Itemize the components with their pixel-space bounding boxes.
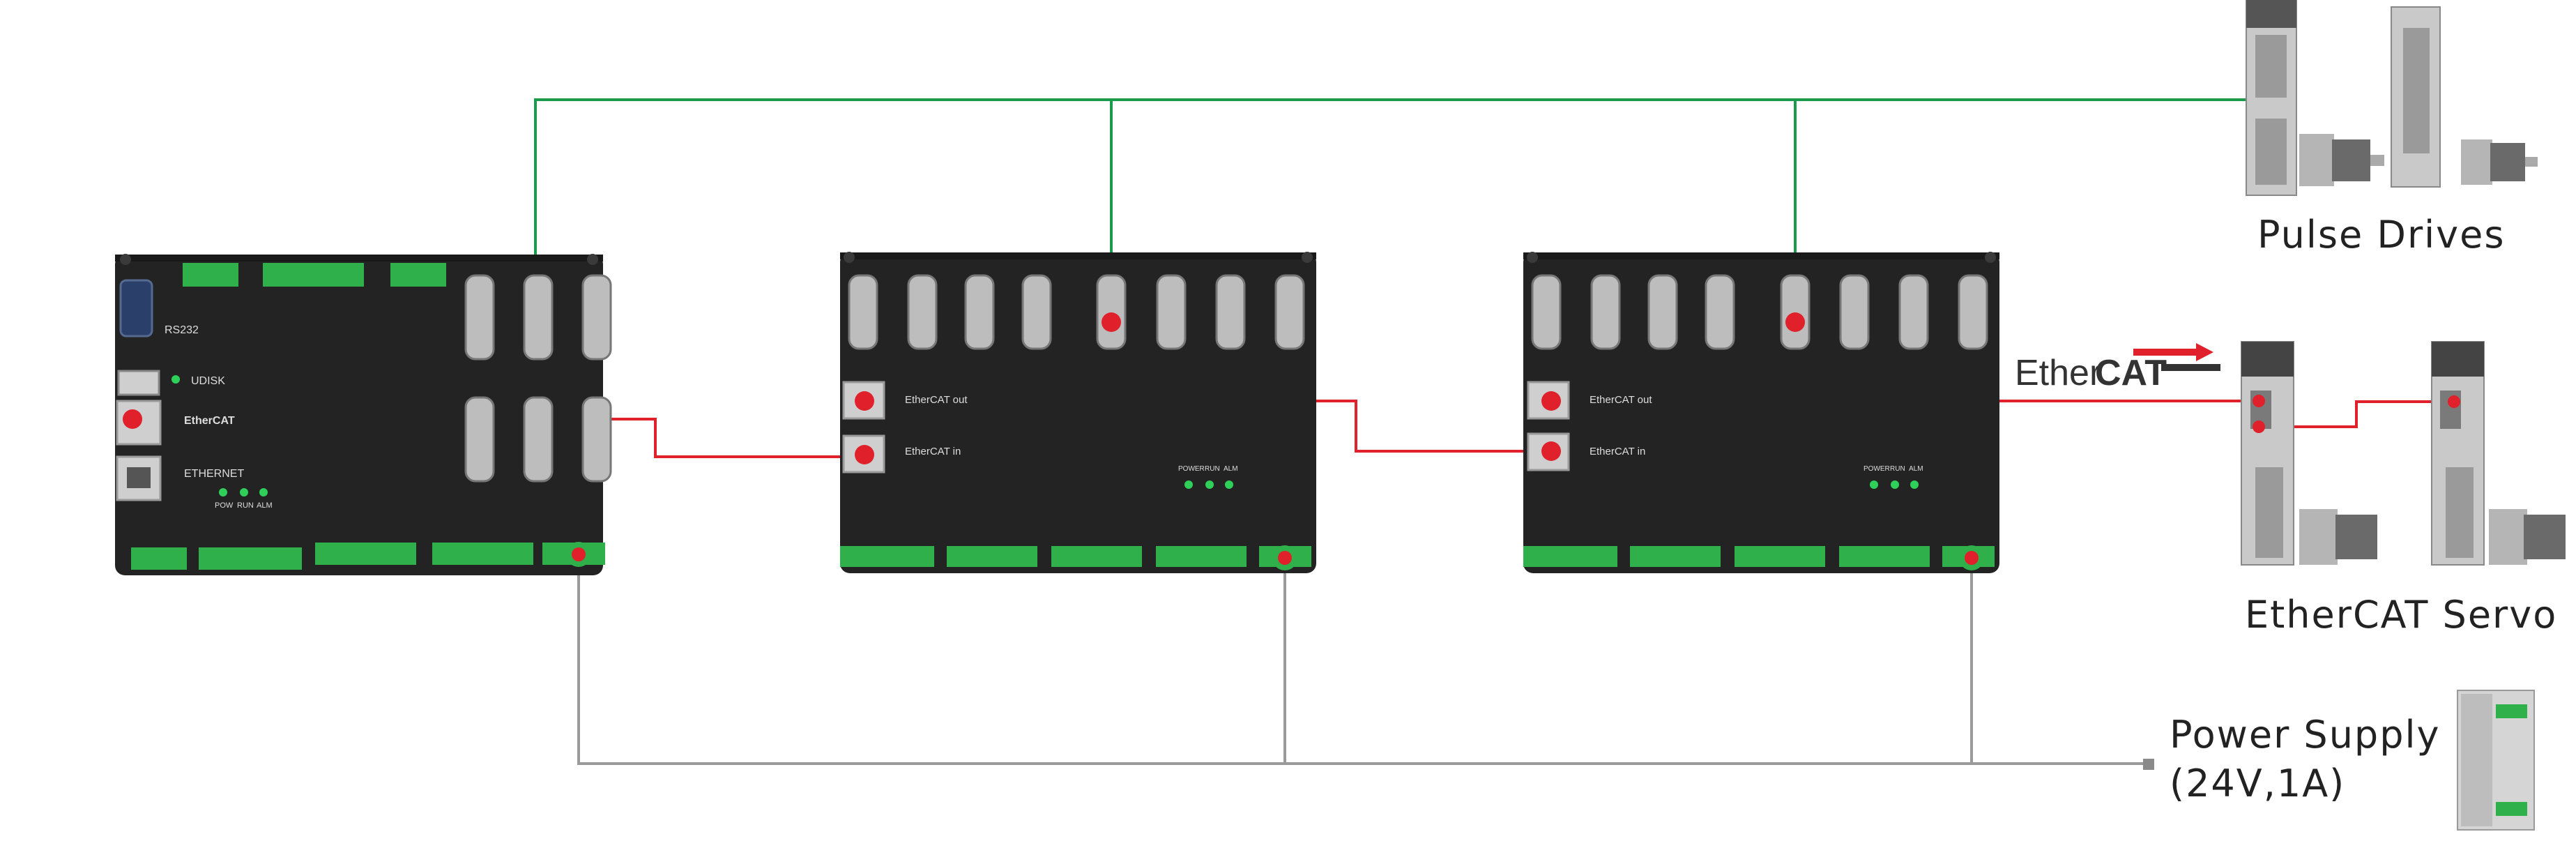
terminal-block[interactable] (947, 546, 1037, 567)
led-label-alm: ALM (257, 501, 273, 510)
axis-connector[interactable] (1021, 274, 1052, 350)
ethercat-out-label: EtherCAT out (905, 394, 968, 406)
axis-connector[interactable] (1839, 274, 1870, 350)
terminal-block[interactable] (183, 263, 238, 287)
pulse-drive-1 (2246, 0, 2297, 196)
axis-connector[interactable] (1780, 274, 1811, 350)
terminal-block[interactable] (1630, 546, 1721, 567)
axis-connector[interactable] (1958, 274, 1988, 350)
axis-connector[interactable] (1705, 274, 1735, 350)
ethercat-logo-cat: CAT (2095, 353, 2167, 393)
led-label-run: RUN (1205, 465, 1220, 473)
servo-motor (2299, 134, 2384, 186)
power-supply-label-line1: Power Supply (2170, 713, 2441, 757)
rs232-label: RS232 (165, 324, 199, 336)
terminal-block[interactable] (840, 546, 934, 567)
servo-motor (2489, 509, 2566, 565)
ethercat-in-port[interactable] (842, 434, 885, 473)
axis-connector[interactable] (464, 274, 495, 361)
ethercat-servo-2 (2431, 341, 2485, 566)
terminal-block[interactable] (390, 263, 446, 287)
power-lines (577, 554, 2147, 765)
usb-port[interactable] (117, 370, 160, 396)
led-label-run: RUN (1890, 465, 1905, 473)
axis-connector[interactable] (1274, 274, 1305, 350)
terminal-block[interactable] (199, 547, 302, 570)
axis-connector[interactable] (523, 396, 554, 483)
led-label-power: POWER (1864, 465, 1890, 473)
main-controller: RS232 UDISK EtherCAT ETHERNET POW RUN AL… (115, 254, 612, 575)
terminal-block[interactable] (1051, 546, 1142, 567)
terminal-block[interactable] (131, 547, 187, 570)
led-label-pow: POW (215, 501, 234, 510)
servo-motor (2461, 139, 2538, 185)
ethercat-servo-1 (2241, 341, 2294, 566)
servo-motor (2299, 509, 2377, 565)
axis-connector[interactable] (848, 274, 878, 350)
ethercat-servo-label: EtherCAT Servo (2245, 593, 2558, 637)
terminal-block[interactable] (263, 263, 364, 287)
led-label-alm: ALM (1909, 465, 1923, 473)
axis-connector[interactable] (1096, 274, 1127, 350)
rs232-port[interactable] (119, 279, 153, 338)
expansion-module-2: EtherCAT out EtherCAT in POWER RUN ALM (1523, 252, 1999, 573)
ethercat-in-label: EtherCAT in (1590, 446, 1645, 457)
udisk-label: UDISK (191, 375, 225, 387)
axis-connector[interactable] (1156, 274, 1187, 350)
pulse-drives-label: Pulse Drives (2257, 213, 2506, 257)
led-label-power: POWER (1178, 465, 1205, 473)
ethercat-label: EtherCAT (184, 415, 235, 427)
power-line-terminal (2143, 759, 2154, 770)
axis-connector[interactable] (1531, 274, 1562, 350)
axis-connector[interactable] (464, 396, 495, 483)
ethercat-in-label: EtherCAT in (905, 446, 961, 457)
ethernet-label: ETHERNET (184, 468, 244, 480)
axis-connector[interactable] (964, 274, 995, 350)
axis-connector[interactable] (523, 274, 554, 361)
axis-connector[interactable] (1898, 274, 1929, 350)
led-label-alm: ALM (1224, 465, 1238, 473)
ethercat-out-label: EtherCAT out (1590, 394, 1652, 406)
axis-connector[interactable] (581, 274, 612, 361)
axis-connector[interactable] (1215, 274, 1246, 350)
expansion-module-1: EtherCAT out EtherCAT in POWER RUN ALM (840, 252, 1316, 573)
ethercat-logo-ether: Ether (2015, 353, 2101, 393)
power-supply-unit (2457, 690, 2535, 831)
terminal-block[interactable] (1735, 546, 1825, 567)
axis-connector[interactable] (581, 396, 612, 483)
axis-connector[interactable] (1647, 274, 1678, 350)
terminal-block[interactable] (1839, 546, 1930, 567)
terminal-block[interactable] (432, 543, 533, 565)
power-supply-label-line2: (24V,1A) (2170, 762, 2346, 805)
led-label-run: RUN (237, 501, 254, 510)
terminal-block[interactable] (1523, 546, 1617, 567)
axis-connector[interactable] (1590, 274, 1621, 350)
pulse-drive-2 (2391, 6, 2441, 188)
terminal-block[interactable] (1156, 546, 1247, 567)
terminal-block[interactable] (315, 543, 416, 565)
ethercat-logo: Ether CAT (2015, 343, 2220, 393)
axis-connector[interactable] (907, 274, 938, 350)
